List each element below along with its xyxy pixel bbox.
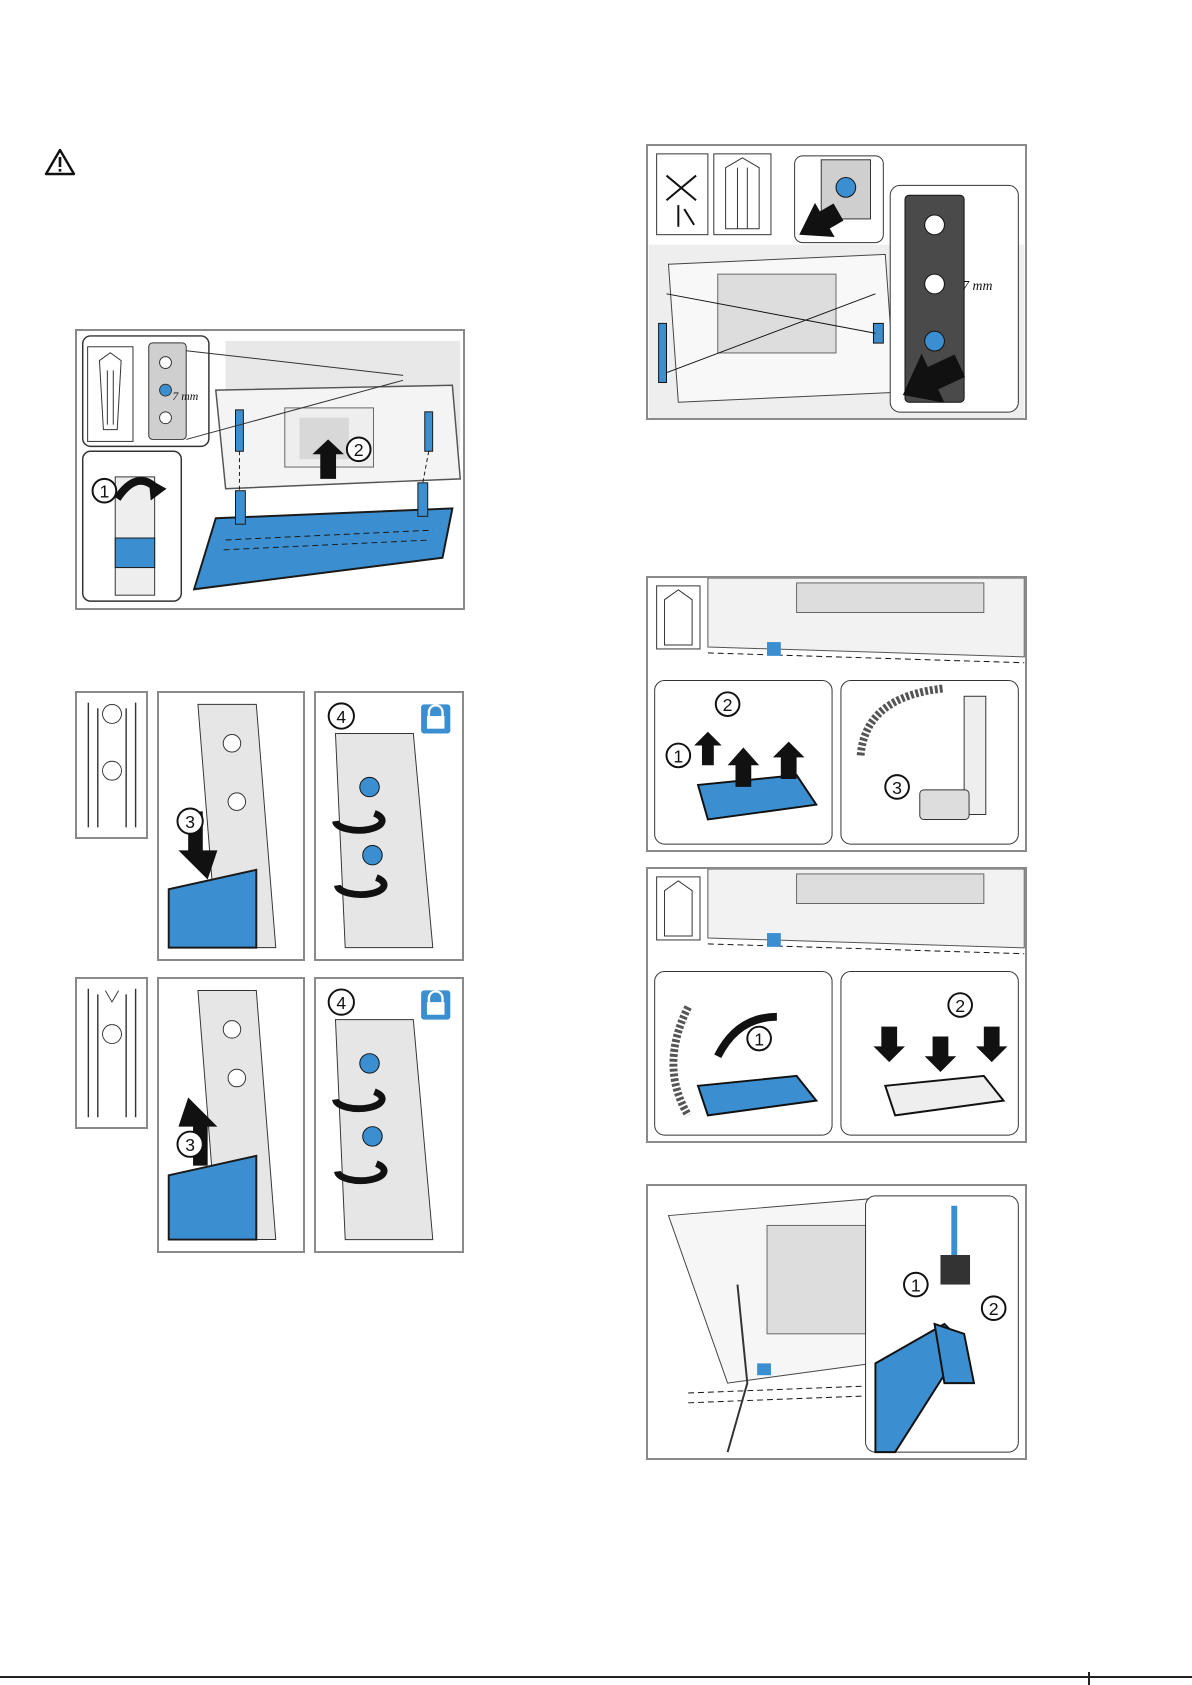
step-3-label: 3 — [892, 778, 902, 798]
figure-bracket-lock-b: 4 — [314, 977, 464, 1253]
figure-keyhole-bracket-a — [75, 691, 148, 839]
step-1-label: 1 — [99, 482, 109, 502]
step-2-label: 2 — [955, 996, 965, 1016]
measure-label: 7 mm — [962, 278, 992, 293]
step-1-label: 1 — [673, 746, 683, 766]
figure-cable-box-remove: 1 2 3 — [646, 576, 1027, 852]
screwdriver-icon — [657, 154, 708, 235]
lock-icon — [421, 990, 450, 1019]
step-2-label: 2 — [989, 1299, 999, 1319]
figure-screw-depth: 7 mm — [646, 144, 1027, 420]
step-4-label: 4 — [336, 993, 346, 1013]
figure-bracket-insert-b: 3 — [157, 977, 305, 1253]
figure-bracket-insert-a: 3 — [157, 691, 305, 961]
step-3-label: 3 — [185, 812, 195, 832]
step-1-label: 1 — [754, 1029, 764, 1049]
step-2-label: 2 — [723, 695, 733, 715]
figure-plug-connection: 1 2 — [646, 1184, 1027, 1460]
footer-rule — [0, 1676, 1192, 1678]
step-3-label: 3 — [185, 1135, 195, 1155]
step-1-label: 1 — [911, 1275, 921, 1295]
figure-cable-box-install: 1 2 — [646, 867, 1027, 1143]
figure-keyhole-bracket-b — [75, 977, 148, 1129]
measure-label: 7 mm — [172, 389, 198, 403]
step-4-label: 4 — [336, 707, 346, 727]
warning-triangle-icon — [44, 148, 76, 176]
figure-bracket-lock-a: 4 — [314, 691, 464, 961]
step-2-label: 2 — [354, 440, 364, 460]
lock-icon — [421, 704, 450, 733]
figure-panel-mounting: 1 2 7 mm — [75, 329, 465, 610]
footer-divider — [1088, 1672, 1090, 1685]
